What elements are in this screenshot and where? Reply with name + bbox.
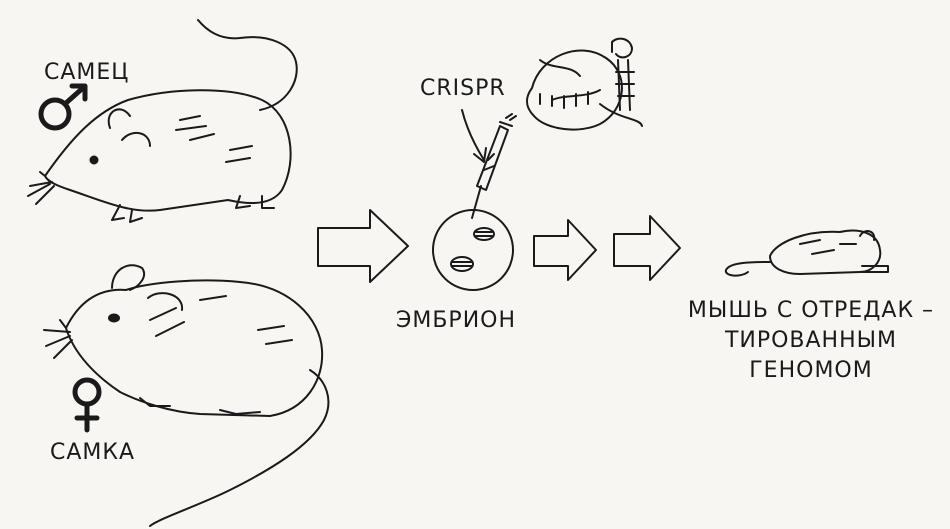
arrow-embryo-step: [533, 219, 597, 281]
edited-mouse-label-line-1: МЫШЬ С ОТРЕДАК –: [687, 298, 935, 323]
female-symbol-icon: [72, 377, 102, 433]
crispr-label: CRISPR: [420, 76, 506, 101]
arrow-to-embryo: [317, 209, 409, 283]
crispr-pointer-arrow: [461, 109, 487, 163]
male-label: САМЕЦ: [44, 60, 130, 85]
syringe-icon: [471, 113, 517, 219]
embryo-icon: [432, 209, 514, 291]
male-mouse: [27, 19, 298, 223]
arrow-to-pup: [613, 215, 681, 281]
edited-mouse-label-line-2: ТИРОВАННЫМ: [724, 328, 898, 353]
female-label: САМКА: [50, 440, 136, 465]
female-mouse: [43, 264, 330, 527]
edited-mouse-label-line-3: ГЕНОМОМ: [749, 358, 873, 383]
male-symbol-icon: [38, 83, 88, 131]
edited-mouse-pup: [724, 229, 889, 277]
cas9-protein-icon: [526, 37, 643, 131]
embryo-label: ЭМБРИОН: [396, 308, 517, 333]
edited-mouse-label: МЫШЬ С ОТРЕДАК – ТИРОВАННЫМ ГЕНОМОМ: [676, 296, 946, 386]
